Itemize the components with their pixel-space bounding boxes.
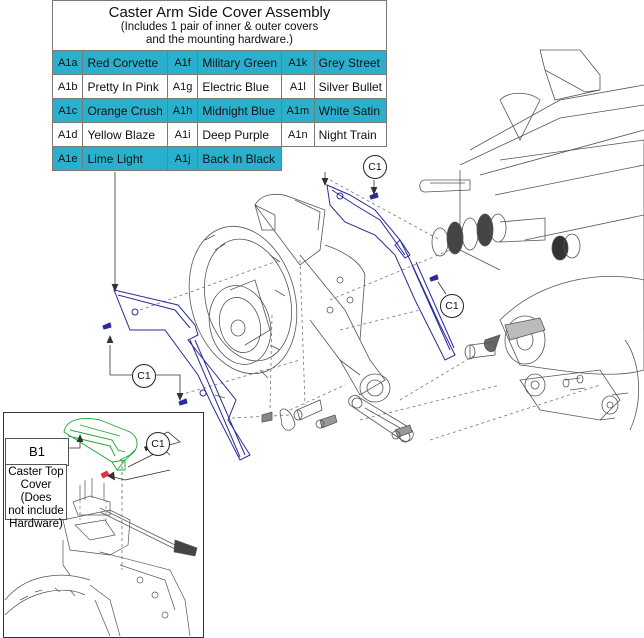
- part-code: A1g: [166, 74, 199, 99]
- color-name: Pretty In Pink: [82, 74, 168, 99]
- part-code: A1j: [166, 146, 199, 171]
- color-name: Military Green: [197, 50, 282, 75]
- table-row: A1a Red Corvette A1f Military Green A1k …: [51, 50, 388, 75]
- caster-arm-side-covers: [102, 184, 456, 461]
- shock-absorber: [431, 213, 581, 261]
- part-label-b1: B1: [5, 438, 69, 466]
- outer-side-cover: [113, 289, 251, 461]
- table-row: A1e Lime Light A1j Back In Black: [51, 146, 387, 171]
- color-name: Orange Crush: [82, 98, 168, 123]
- color-name: Midnight Blue: [197, 98, 282, 123]
- assembly-subtitle-1: (Includes 1 pair of inner & outer covers: [120, 21, 319, 33]
- description-line: Hardware): [9, 518, 63, 530]
- color-name: Grey Street: [313, 50, 388, 75]
- part-code: A1a: [51, 50, 84, 75]
- color-name: Night Train: [313, 122, 388, 147]
- parts-table: Caster Arm Side Cover Assembly (Includes…: [51, 0, 388, 171]
- drive-motor: [464, 275, 644, 431]
- inner-side-cover: [326, 184, 456, 361]
- callout-leaders: [106, 172, 447, 468]
- color-name: Yellow Blaze: [82, 122, 168, 147]
- callout-c1-top: C1: [363, 155, 387, 179]
- part-code: A1b: [51, 74, 84, 99]
- empty-cell: [281, 146, 315, 171]
- color-name: Lime Light: [82, 146, 168, 171]
- color-name: Back In Black: [197, 146, 282, 171]
- part-code: A1k: [281, 50, 315, 75]
- callout-c1-right: C1: [440, 294, 464, 318]
- color-name: White Satin: [313, 98, 388, 123]
- color-name: Deep Purple: [197, 122, 282, 147]
- table-row: A1b Pretty In Pink A1g Electric Blue A1l…: [51, 74, 388, 99]
- table-title: Caster Arm Side Cover Assembly (Includes…: [52, 0, 387, 51]
- description-line: not include: [8, 505, 64, 517]
- caster-wheel: [188, 225, 298, 399]
- part-code: A1d: [51, 122, 84, 147]
- part-code: A1n: [281, 122, 315, 147]
- callout-c1-inset: C1: [146, 432, 170, 456]
- table-row: A1c Orange Crush A1h Midnight Blue A1m W…: [51, 98, 388, 123]
- part-description-b1: Caster Top Cover (Does not include Hardw…: [5, 464, 67, 530]
- part-code: A1m: [281, 98, 315, 123]
- inset-guide-lines: [79, 460, 123, 525]
- color-name: Electric Blue: [197, 74, 282, 99]
- callout-c1-left: C1: [132, 364, 156, 388]
- caster-arm-inset: [4, 509, 191, 637]
- description-line: Caster Top: [8, 466, 64, 478]
- part-code: A1e: [51, 146, 84, 171]
- part-code: A1c: [51, 98, 84, 123]
- wiring-harness: [72, 478, 198, 557]
- part-code: A1i: [166, 122, 199, 147]
- part-code: A1f: [166, 50, 199, 75]
- color-name: Silver Bullet: [313, 74, 388, 99]
- assembly-title: Caster Arm Side Cover Assembly: [108, 4, 331, 21]
- inset-detail: [4, 418, 198, 637]
- assembly-subtitle-2: and the mounting hardware.): [145, 34, 294, 46]
- caster-arm: [254, 193, 391, 403]
- color-name: Red Corvette: [82, 50, 168, 75]
- part-code: A1l: [281, 74, 315, 99]
- part-code: A1h: [166, 98, 199, 123]
- description-line: Cover (Does: [20, 479, 52, 504]
- c1-screws: [102, 192, 439, 406]
- table-title-row: Caster Arm Side Cover Assembly (Includes…: [52, 0, 387, 51]
- hardware-pins: [261, 395, 414, 443]
- table-row: A1d Yellow Blaze A1i Deep Purple A1n Nig…: [51, 122, 388, 147]
- power-base-chassis: [419, 49, 644, 330]
